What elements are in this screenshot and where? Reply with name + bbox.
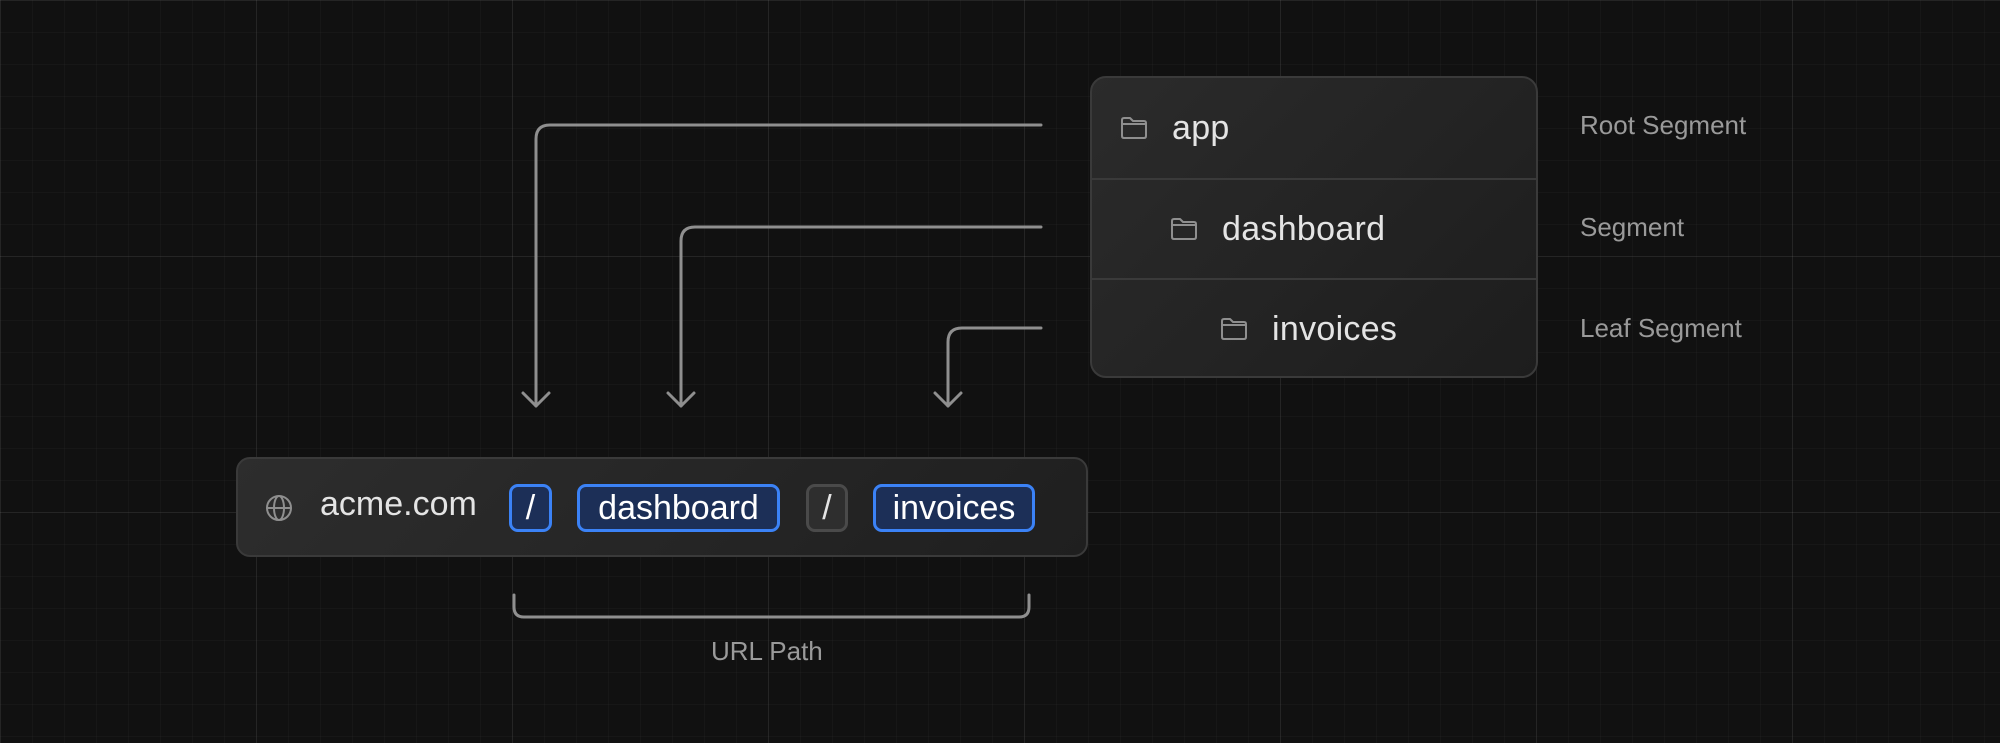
url-segment-dashboard: dashboard [577, 484, 780, 532]
url-path-bracket [512, 593, 1031, 619]
folder-label: app [1172, 108, 1230, 147]
connector-app-arrowhead [521, 391, 551, 408]
root-segment-label: Root Segment [1580, 110, 1747, 140]
folder-tree-panel: app dashboard invoices [1090, 76, 1538, 378]
url-domain: acme.com [320, 485, 477, 523]
url-segment-invoices: invoices [873, 484, 1035, 532]
globe-icon [266, 495, 292, 521]
leaf-segment-label: Leaf Segment [1580, 313, 1742, 343]
url-separator: / [806, 484, 848, 532]
connector-dashboard-arrow [679, 225, 1043, 408]
connector-invoices-arrowhead [933, 391, 963, 408]
folder-icon [1171, 218, 1197, 240]
folder-row-dashboard: dashboard [1092, 178, 1536, 278]
folder-label: invoices [1272, 309, 1398, 348]
folder-icon [1221, 318, 1247, 340]
folder-icon [1121, 117, 1147, 139]
url-separator-root: / [509, 484, 552, 532]
connector-dashboard-arrowhead [666, 391, 696, 408]
folder-row-app: app [1092, 78, 1536, 178]
url-path-label: URL Path [711, 636, 823, 666]
folder-label: dashboard [1222, 209, 1386, 248]
connector-invoices-arrow [946, 326, 1043, 408]
folder-row-invoices: invoices [1092, 278, 1536, 376]
connector-app-arrow [534, 123, 1043, 408]
segment-label: Segment [1580, 212, 1685, 242]
